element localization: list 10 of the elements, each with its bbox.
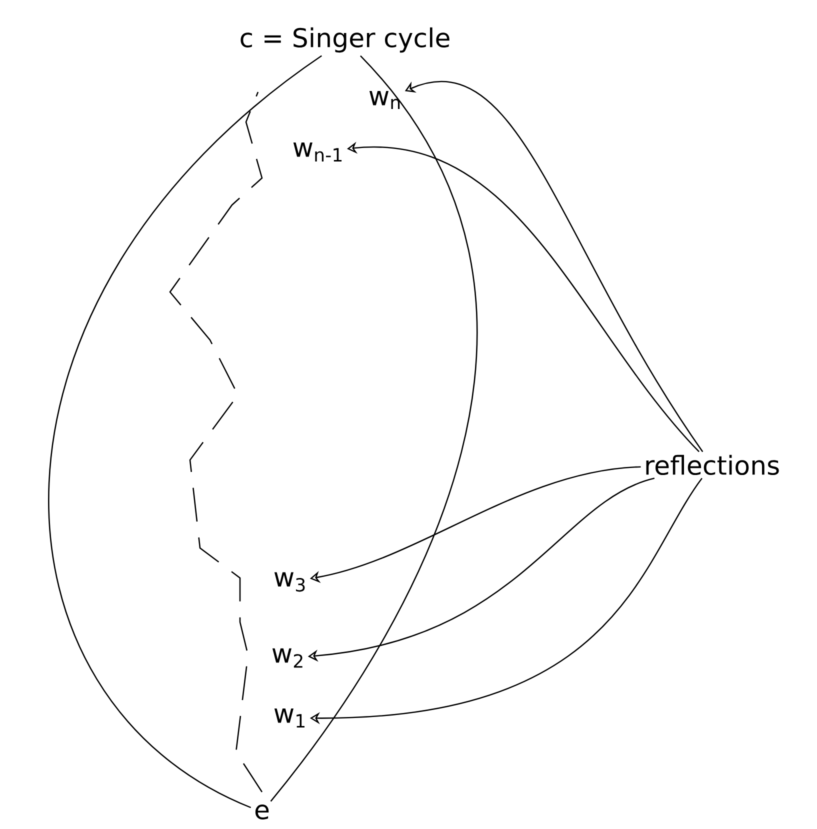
vertex-label: e [255, 804, 269, 820]
word-label: w$_{1}$ [274, 708, 304, 728]
vertex-label: c = Singer cycle [240, 27, 450, 53]
arc-line [270, 55, 478, 802]
word-label: w$_{n}$ [369, 91, 400, 109]
word-label: w$_{2}$ [272, 648, 302, 668]
annotation-text: reflections [646, 454, 779, 476]
word-label: w$_{3}$ [274, 572, 305, 592]
arc-line [48, 55, 322, 808]
word-label: w$_{n-1}$ [293, 142, 342, 162]
